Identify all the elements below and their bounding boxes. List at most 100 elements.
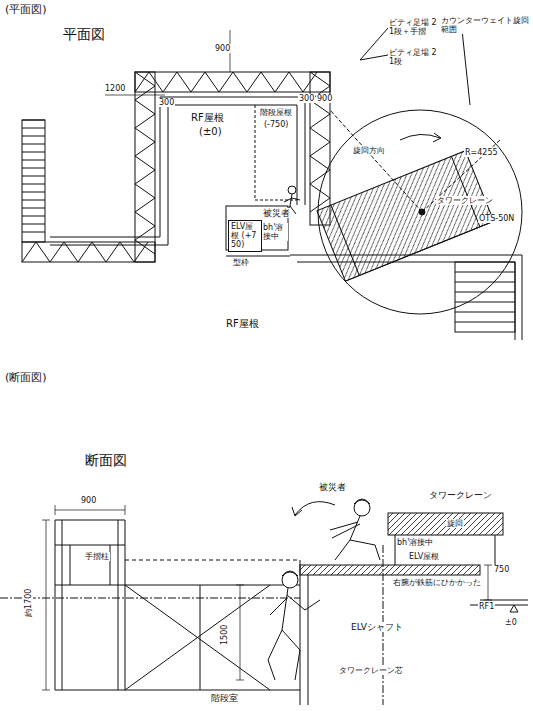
worker-figure <box>268 571 320 680</box>
fall-arrow <box>295 502 335 515</box>
scaffold-stroke <box>310 72 330 86</box>
annotation-label: 900 <box>80 496 97 505</box>
building-edge <box>290 255 522 340</box>
level-line <box>0 598 300 599</box>
scaffold-stroke <box>22 120 45 121</box>
elv-shaft-wall <box>300 560 308 705</box>
scaffold-stroke <box>135 226 155 240</box>
scaffold-stroke <box>22 152 45 153</box>
annotation-label: 1200 <box>104 84 126 93</box>
roof-outline <box>50 97 168 245</box>
scaffold-stroke <box>135 72 149 92</box>
scaffold-stroke <box>135 170 155 184</box>
scaffold-stroke <box>275 72 289 92</box>
annotation-label: 被災者 <box>262 208 291 218</box>
annotation-label: 型枠 <box>232 258 250 267</box>
scaffold-stroke <box>22 168 45 169</box>
annotation-label: (±0) <box>198 126 223 138</box>
scaffold-band <box>135 72 155 262</box>
elv-roof-slab <box>300 565 480 575</box>
annotation-label: 階段室 <box>210 693 239 703</box>
annotation-label: タワークレーン芯 <box>338 666 404 675</box>
annotation-label: bh'溶接中 <box>262 223 288 241</box>
annotation-label: 300 <box>298 94 315 103</box>
scaffold-stroke <box>163 72 177 92</box>
scaffold-stroke <box>310 170 330 184</box>
annotation-label: ビティ足場 21段 <box>388 48 440 66</box>
scaffold-stroke <box>135 114 155 128</box>
scaffold-stroke <box>135 72 155 86</box>
scaffold-stroke <box>135 142 155 156</box>
annotation-label: (断面図) <box>4 372 48 385</box>
annotation-label: 右腕が鉄筋にひかかった <box>392 578 482 587</box>
roof-box: ELV屋根 (+750) <box>228 220 262 252</box>
scaffold-stroke <box>135 212 155 226</box>
annotation-label: 旋回 <box>446 519 464 528</box>
scaffold-stroke <box>289 72 303 92</box>
arrowhead <box>433 133 441 142</box>
annotation-label: 約1700 <box>24 588 33 618</box>
scaffold-stroke <box>310 114 330 128</box>
annotation-label: 300 <box>158 98 175 107</box>
annotation-label: タワークレーン <box>436 196 494 205</box>
scaffold-stroke <box>22 224 45 225</box>
dimension-line <box>42 520 50 690</box>
crane-leg <box>395 535 495 565</box>
annotation-label: ±0 <box>504 618 518 627</box>
annotation-label: 被災者 <box>318 482 347 492</box>
annotation-label: 750 <box>493 565 510 574</box>
scaffold-stroke <box>22 136 45 137</box>
scaffold-stroke <box>219 72 233 92</box>
scaffold-stroke <box>310 156 330 170</box>
scaffold-stroke <box>135 100 155 114</box>
scaffold-stroke <box>135 128 155 142</box>
scaffold-stroke <box>22 232 45 233</box>
stair-roof-edge <box>255 105 297 200</box>
annotation-label: RF1 <box>478 602 495 611</box>
scaffold-stroke <box>261 72 275 92</box>
annotation-label: ELV屋根 <box>408 552 440 561</box>
leader-line <box>462 30 470 105</box>
annotation-label: 1500 <box>220 624 229 646</box>
annotation-label: 旋回方向 <box>352 146 386 155</box>
dimension-line <box>105 30 230 95</box>
tower-crane <box>388 513 503 535</box>
radius-line <box>422 140 500 212</box>
annotation-label: 平面図 <box>62 26 106 42</box>
annotation-label: 900 <box>214 44 231 53</box>
scaffold-stroke <box>205 72 219 92</box>
dimension-line <box>484 565 492 600</box>
annotation-label: (-750) <box>263 120 289 129</box>
annotation-label: 手摺柱 <box>84 552 110 561</box>
annotation-label: 断面図 <box>84 452 128 468</box>
scaffold-stroke <box>135 86 155 100</box>
scaffold-stroke <box>22 216 45 217</box>
annotation-label: タワークレーン <box>428 490 493 500</box>
swing-arrow <box>400 134 440 140</box>
scaffold-stroke <box>22 160 45 161</box>
scaffold-stroke <box>233 72 247 92</box>
scaffold <box>22 72 330 262</box>
annotation-label: 階段屋根 <box>259 108 293 117</box>
annotation-label: OTS-50N <box>478 214 515 223</box>
scaffold-section <box>55 520 300 690</box>
scaffold-stroke <box>22 176 45 177</box>
dimension-line <box>55 505 125 515</box>
annotation-label: RF屋根 <box>225 318 260 330</box>
scaffold-stroke <box>135 198 155 212</box>
dimension-line <box>236 585 244 680</box>
formwork <box>226 256 290 257</box>
annotation-label: カウンターウェイト旋回範囲 <box>440 16 533 34</box>
scaffold-stroke <box>22 192 45 193</box>
scaffold-stroke <box>22 200 45 201</box>
annotation-label: (平面図) <box>4 4 48 17</box>
scaffold-stroke <box>177 72 191 92</box>
scaffold-stroke <box>22 128 45 129</box>
scaffold-stroke <box>310 128 330 142</box>
radius-line <box>330 110 422 212</box>
scaffold-stroke <box>247 72 261 92</box>
scaffold-stroke <box>135 184 155 198</box>
annotation-label: 900 <box>316 94 333 103</box>
scaffold-stroke <box>191 72 205 92</box>
